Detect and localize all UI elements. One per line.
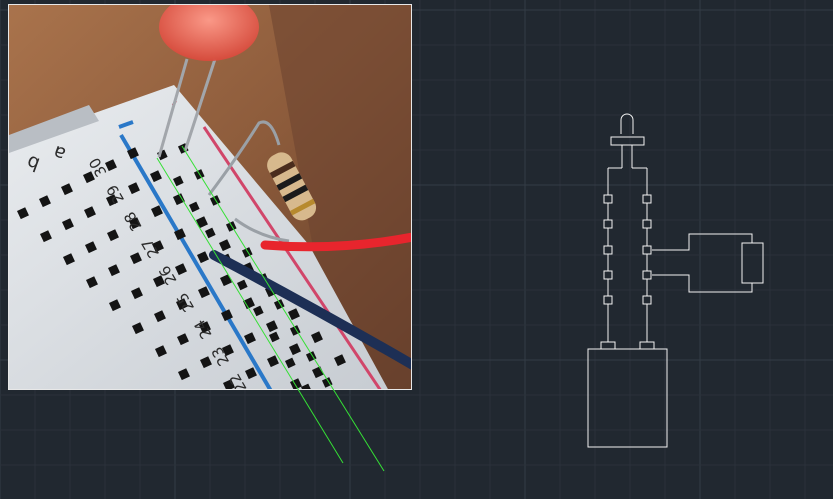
breadboard-hole (83, 171, 95, 184)
led-bulb (159, 5, 259, 61)
breadboard-hole (62, 253, 75, 266)
breadboard-edge (9, 105, 99, 153)
breadboard-hole (40, 230, 52, 243)
breadboard-hole (105, 159, 117, 172)
breadboard-hole (131, 287, 143, 300)
breadboard-hole (130, 252, 142, 265)
breadboard-hole (128, 182, 140, 195)
breadboard-hole (107, 229, 119, 242)
breadboard-hole (106, 194, 118, 207)
breadboard-hole (39, 195, 51, 208)
breadboard-hole (17, 207, 29, 220)
breadboard-hole (132, 322, 144, 335)
breadboard-hole (84, 206, 96, 219)
breadboard-hole (109, 299, 121, 312)
breadboard-hole (86, 276, 98, 289)
breadboard-hole (85, 241, 97, 254)
breadboard-hole (127, 147, 139, 160)
breadboard-hole (108, 264, 120, 277)
rail-blue-mark (118, 120, 134, 129)
breadboard-hole (60, 183, 73, 196)
led-leg-right (183, 58, 217, 152)
led-leg-left (157, 58, 189, 158)
breadboard-hole (128, 217, 141, 230)
breadboard-hole (62, 218, 74, 231)
